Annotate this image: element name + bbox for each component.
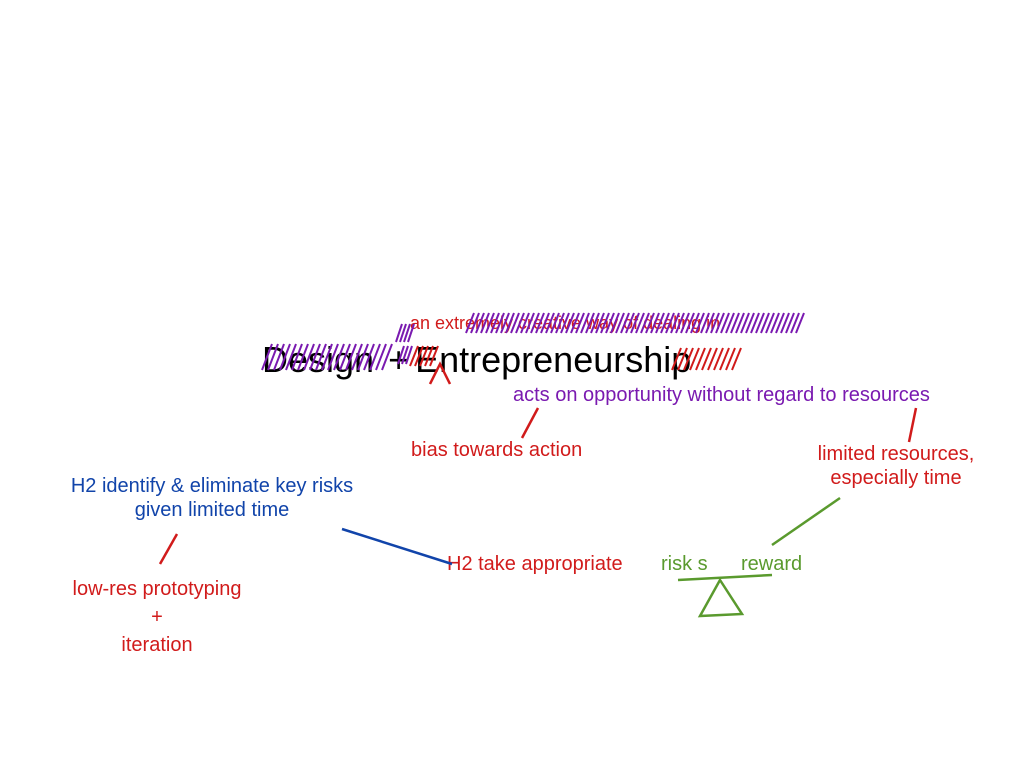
reward-label: reward	[741, 553, 803, 575]
connector-identify-take	[341, 527, 453, 566]
lowres-line3: iteration	[121, 634, 193, 656]
h2-take-note: H2 take appropriate	[447, 553, 623, 575]
limited-resources-line1: limited resources,	[817, 443, 975, 465]
title-design: Design	[262, 339, 375, 380]
h2-identify-note: H2 identify & eliminate key risks given …	[32, 474, 392, 522]
lowres-line1: low-res prototyping	[72, 578, 242, 600]
title-plus: +	[388, 339, 410, 380]
definition-note: acts on opportunity without regard to re…	[513, 384, 930, 406]
h2-identify-line1: H2 identify & eliminate key risks	[70, 475, 354, 497]
balance-scale-icon	[677, 573, 773, 618]
connector-limited-reward	[771, 496, 841, 547]
connector-identify-lowres	[158, 533, 179, 565]
bias-note: bias towards action	[411, 439, 583, 461]
connector-definition-bias	[520, 407, 540, 439]
strike-note: an extremely creative way of dealing in	[410, 313, 721, 333]
limited-resources-line2: especially time	[830, 467, 962, 489]
h2-identify-line2: given limited time	[134, 499, 290, 521]
title-entrepreneurship: Entrepreneurship	[415, 339, 692, 380]
lowres-plus: +	[151, 606, 163, 628]
lowres-note: low-res prototyping + iteration	[42, 575, 272, 659]
slide-title: Design +Entrepreneurship	[262, 338, 691, 381]
risk-label: risk s	[661, 553, 708, 575]
connector-definition-limited	[907, 407, 918, 443]
limited-resources-note: limited resources, especially time	[796, 442, 996, 490]
